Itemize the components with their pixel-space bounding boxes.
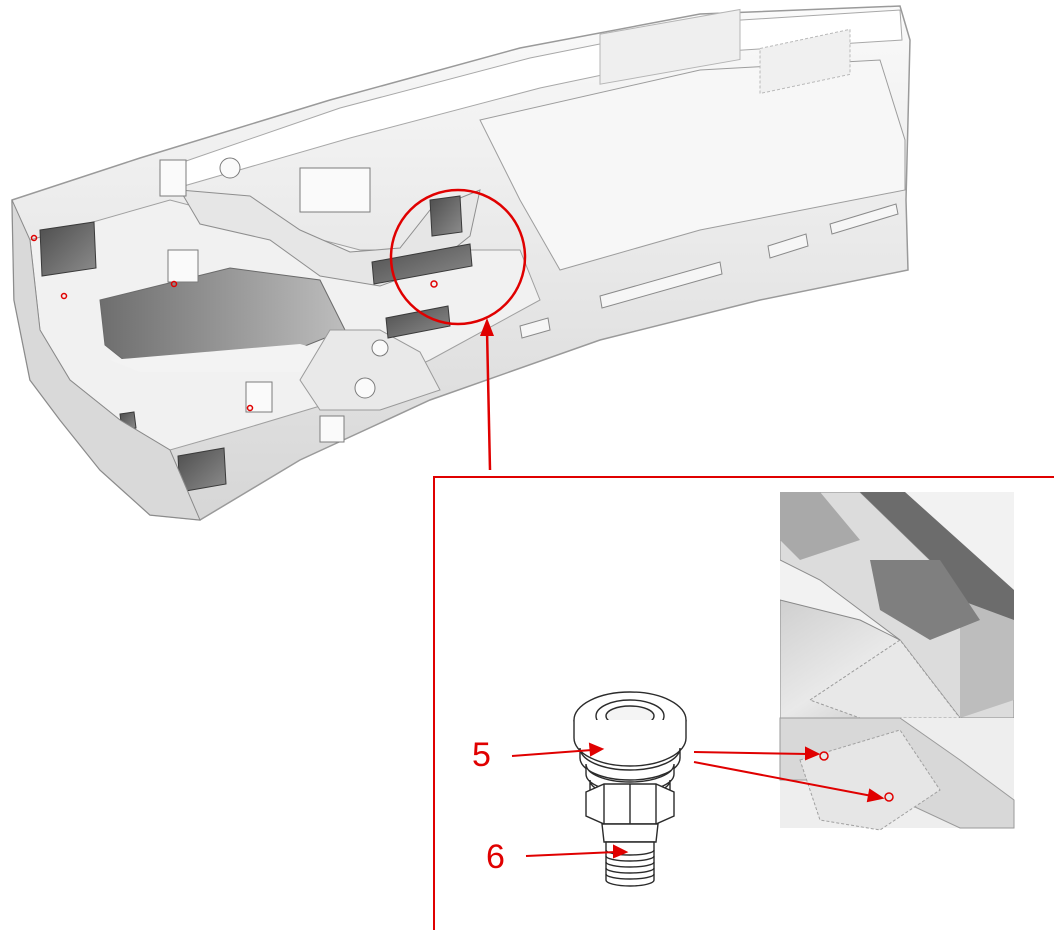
connector-line <box>485 329 492 471</box>
insert-hole-2 <box>884 792 894 802</box>
detail-box-frame <box>433 476 1054 930</box>
tray-top-lip <box>159 9 903 191</box>
callout-leaders <box>511 742 885 859</box>
mounting-clips <box>159 157 389 443</box>
deck-recess <box>599 8 741 85</box>
detail-photo-panel <box>799 729 941 831</box>
fitting-flange-side <box>573 720 687 767</box>
s-channel-lower <box>299 329 441 411</box>
dark-openings <box>39 195 473 493</box>
fitting-neck <box>601 823 659 843</box>
deck-recess-small <box>759 28 851 95</box>
molded-tray-part <box>11 5 911 521</box>
side-slots <box>519 203 899 339</box>
magnifier-circle <box>389 188 527 326</box>
callout-label-6: 6 <box>486 838 505 876</box>
valve-fitting <box>573 691 687 887</box>
tray-left-end <box>11 199 201 521</box>
red-marks <box>30 234 438 412</box>
connector-arrowhead <box>480 318 494 336</box>
insert-hole-1 <box>819 751 829 761</box>
detail-photo <box>780 492 1014 718</box>
fitting-ring-1 <box>579 747 681 781</box>
callout-label-5: 5 <box>472 736 491 774</box>
cavity-floor <box>110 344 340 372</box>
